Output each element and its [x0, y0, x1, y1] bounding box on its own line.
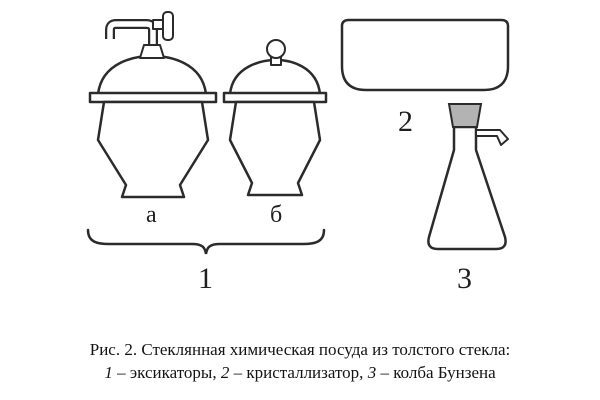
- caption-num-3: 3: [367, 363, 377, 382]
- desiccator-b-knob: [266, 39, 286, 59]
- label-3: 3: [457, 262, 472, 295]
- crystallizer-diagram: [340, 18, 510, 92]
- desiccator-b-diagram: [222, 39, 328, 197]
- desiccator-a-body: [96, 100, 210, 199]
- brace-icon: [86, 228, 326, 255]
- crystallizer-dish: [340, 18, 510, 92]
- desiccator-a-lid: [96, 54, 208, 96]
- caption-num-1: 1: [104, 363, 113, 382]
- figure-caption: Рис. 2. Стеклянная химическая посуда из …: [0, 338, 600, 384]
- bunsen-flask-body: [427, 125, 507, 251]
- side-arm: [475, 129, 509, 146]
- desiccator-a-diagram: [88, 11, 218, 199]
- desiccator-a-collar: [139, 44, 165, 59]
- desiccator-b-body: [228, 100, 322, 197]
- caption-line-2: 1 – эксикаторы, 2 – кристаллизатор, 3 – …: [104, 363, 496, 382]
- label-b: б: [270, 202, 282, 228]
- caption-line-1: Рис. 2. Стеклянная химическая посуда из …: [89, 340, 511, 359]
- label-2: 2: [398, 105, 413, 138]
- ground-joint: [447, 103, 483, 128]
- desiccator-a-flange: [88, 91, 218, 104]
- label-a: а: [146, 202, 157, 228]
- label-1: 1: [198, 262, 213, 295]
- desiccator-b-flange: [222, 91, 328, 104]
- stopcock-handle-icon: [162, 11, 174, 41]
- glassware-diagram: а б 1 2 3: [86, 11, 510, 295]
- caption-num-2: 2: [220, 363, 230, 382]
- bunsen-flask-diagram: [427, 103, 509, 251]
